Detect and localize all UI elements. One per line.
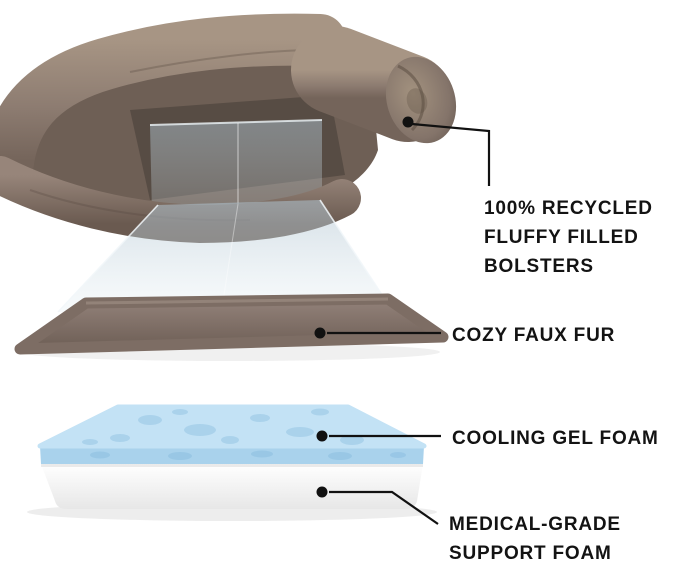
callout-text-line: COZY FAUX FUR: [452, 325, 616, 346]
gel-foam-front: [40, 446, 424, 464]
callout-text-line: COOLING GEL FOAM: [452, 428, 659, 449]
pointer-dot-faux-fur: [314, 327, 326, 339]
foam-seam-shadow: [41, 464, 423, 467]
pointer-dot-support-foam: [316, 486, 328, 498]
fur-cover: [14, 293, 449, 355]
gel-texture: [82, 408, 406, 460]
callout-text-line: SUPPORT FOAM: [449, 543, 612, 564]
frustum-fold-line: [221, 203, 239, 309]
callout-pointers: [327, 122, 491, 525]
pointer-line-bolsters: [411, 122, 491, 186]
bed-back-bolster: [0, 13, 346, 188]
pointer-dot-cooling-gel: [316, 430, 328, 442]
callout-label-faux-fur: COZY FAUX FUR: [452, 321, 615, 350]
fur-cover-highlight: [85, 297, 389, 305]
callout-label-cooling-gel: COOLING GEL FOAM: [452, 424, 659, 453]
callout-text-line: BOLSTERS: [484, 256, 594, 277]
foam-base: [27, 404, 437, 521]
cutaway-pane-vertical: [150, 120, 322, 214]
pet-bed: [0, 13, 457, 244]
frustum-left-edge: [57, 204, 159, 313]
faux-fur-layer: [14, 293, 449, 361]
callout-dots: [314, 116, 414, 498]
callout-text-line: MEDICAL-GRADE: [449, 514, 621, 535]
gel-foam-top: [37, 404, 427, 449]
pointer-line-support-foam: [329, 490, 439, 525]
callout-text-line: FLUFFY FILLED: [484, 227, 639, 248]
cutaway-projection: [57, 199, 391, 313]
callout-label-bolsters: 100% RECYCLED FLUFFY FILLED BOLSTERS: [484, 194, 653, 281]
support-foam-front: [41, 464, 423, 509]
pointer-dot-bolsters: [402, 116, 414, 128]
cutaway-pane-frustum: [58, 200, 390, 312]
bed-arm-swirl: [406, 88, 428, 114]
callout-text-line: 100% RECYCLED: [484, 198, 653, 219]
callout-label-support-foam: MEDICAL-GRADE SUPPORT FOAM: [449, 510, 621, 567]
frustum-right-edge: [319, 199, 391, 308]
cutaway-pane-top-edge: [149, 119, 323, 126]
